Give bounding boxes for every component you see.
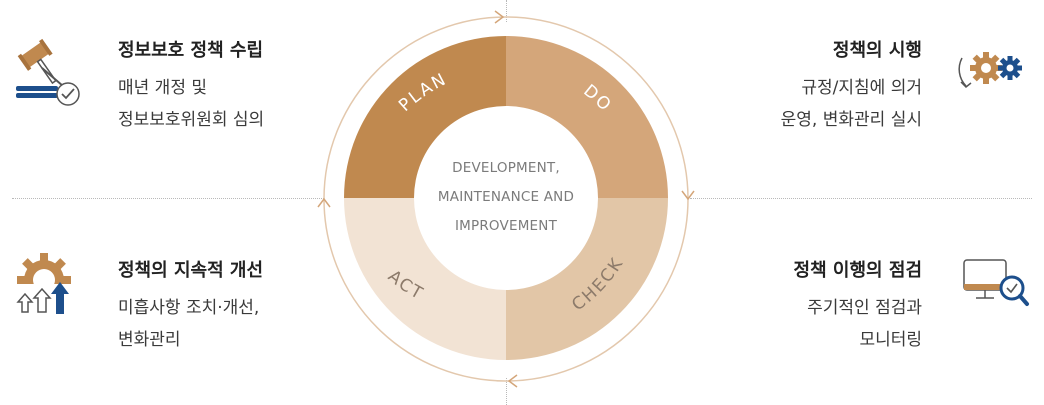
gavel-check-icon — [12, 36, 80, 106]
center-line-2: MAINTENANCE AND — [437, 189, 575, 205]
plan-desc-2: 정보보호위원회 심의 — [118, 110, 265, 130]
monitor-search-icon — [960, 254, 1029, 318]
plan-text-block: 정보보호 정책 수립 매년 개정 및 정보보호위원회 심의 — [118, 38, 264, 136]
outer-ring — [323, 16, 689, 382]
center-line-3: IMPROVEMENT — [454, 218, 558, 234]
do-text-block: 정책의 시행 규정/지침에 의거 운영, 변화관리 실시 — [781, 38, 922, 136]
act-segment — [344, 198, 506, 360]
check-desc-1: 주기적인 점검과 — [807, 298, 922, 318]
plan-segment — [344, 36, 506, 198]
ring-arrow-heads — [317, 10, 695, 388]
do-segment — [506, 36, 668, 198]
gear-arrows-up-icon — [14, 252, 78, 316]
act-desc-2: 변화관리 — [118, 330, 181, 350]
act-title: 정책의 지속적 개선 — [118, 260, 264, 281]
do-desc-2: 운영, 변화관리 실시 — [780, 110, 922, 130]
plan-desc-1: 매년 개정 및 — [118, 78, 208, 98]
center-caption: DEVELOPMENT, MAINTENANCE AND IMPROVEMENT — [410, 154, 602, 241]
plan-title: 정보보호 정책 수립 — [118, 40, 264, 61]
check-segment — [506, 198, 668, 360]
act-desc-1: 미흡사항 조치·개선, — [118, 298, 260, 318]
divider-left — [12, 198, 324, 199]
divider-right — [690, 198, 1032, 199]
divider-top — [506, 0, 507, 22]
center-line-1: DEVELOPMENT, — [452, 160, 560, 176]
do-desc-1: 규정/지침에 의거 — [801, 78, 922, 98]
divider-bottom — [506, 378, 507, 405]
check-desc-2: 모니터링 — [859, 330, 922, 350]
check-text-block: 정책 이행의 점검 주기적인 점검과 모니터링 — [794, 258, 922, 356]
do-title: 정책의 시행 — [832, 40, 922, 61]
act-text-block: 정책의 지속적 개선 미흡사항 조치·개선, 변화관리 — [118, 258, 263, 356]
gears-cycle-icon — [952, 38, 1032, 102]
check-title: 정책 이행의 점검 — [793, 260, 922, 281]
